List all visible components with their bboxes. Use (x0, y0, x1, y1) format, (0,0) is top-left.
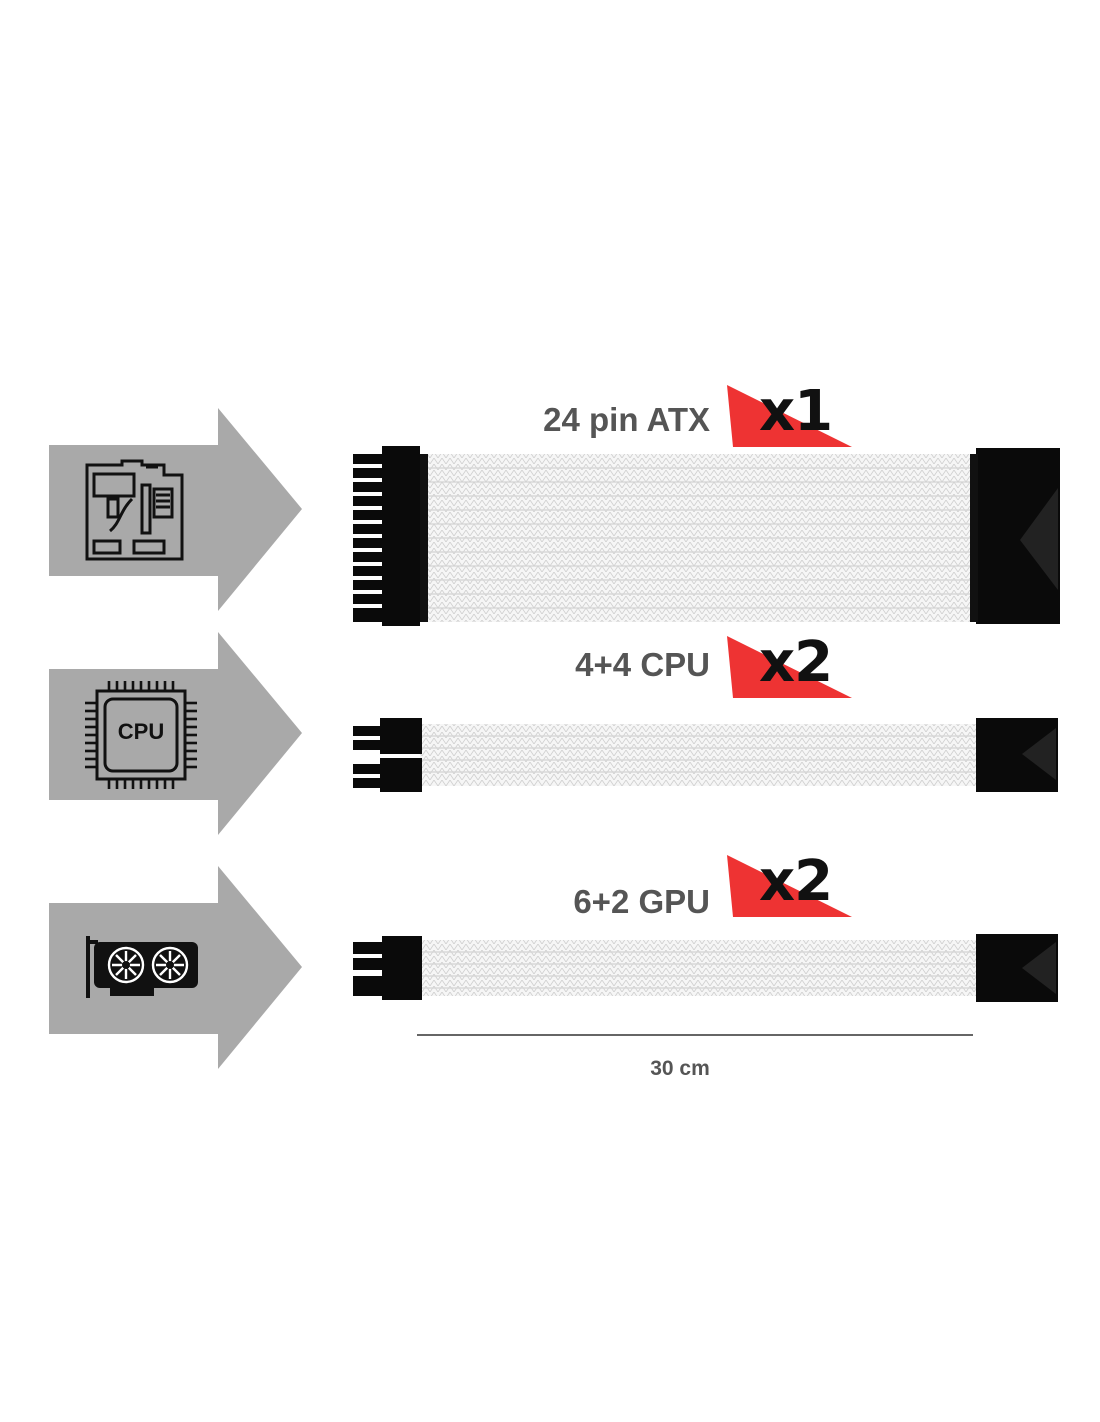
length-dimension-line (417, 1034, 973, 1036)
cpu-left-connectors (353, 718, 422, 792)
quantity-text-gpu: x2 (759, 849, 833, 914)
atx-right-connector (970, 448, 1060, 624)
gpu-left-connector (353, 936, 422, 1000)
cable-label-cpu: 4+4 CPU (575, 646, 710, 683)
cpu-cable (353, 718, 1058, 792)
cpu-icon-text: CPU (117, 719, 165, 744)
cpu-sleeves (420, 724, 980, 786)
motherboard-icon (84, 459, 186, 568)
gpu-right-connector (976, 934, 1058, 1002)
atx-sleeves (418, 454, 978, 622)
cable-label-atx: 24 pin ATX (543, 401, 710, 438)
atx-cable (353, 446, 1060, 626)
cpu-right-connector (976, 718, 1058, 792)
gpu-cable (353, 934, 1058, 1002)
graphics-card-icon (84, 934, 202, 1007)
length-label: 30 cm (650, 1057, 710, 1080)
quantity-badge-cpu: x2 (727, 630, 852, 698)
quantity-text-cpu: x2 (759, 630, 833, 695)
quantity-badge-gpu: x2 (727, 849, 852, 917)
quantity-text-atx: x1 (759, 379, 833, 444)
cable-label-gpu: 6+2 GPU (573, 883, 710, 920)
atx-left-connector (353, 446, 428, 626)
quantity-badge-atx: x1 (727, 379, 852, 447)
cpu-icon: CPU (83, 679, 199, 796)
gpu-sleeves (420, 940, 980, 996)
